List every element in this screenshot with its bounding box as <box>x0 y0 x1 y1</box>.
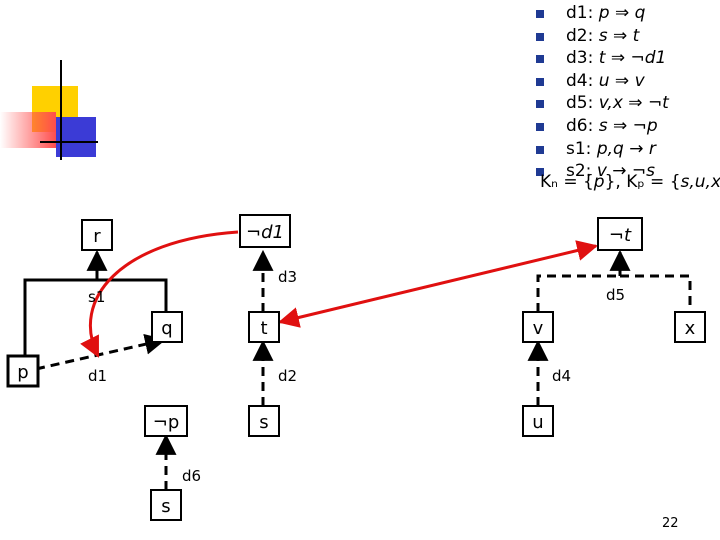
label-d1: d1 <box>88 367 107 385</box>
bullet-icon <box>536 145 544 154</box>
rule-item: s2: v → ¬s <box>528 160 669 183</box>
attack-arrows <box>80 230 599 358</box>
node-q-label: q <box>161 318 172 339</box>
bullet-icon <box>536 55 544 64</box>
edge-d5-x <box>620 274 692 312</box>
bullet-icon <box>536 32 544 41</box>
rule-body: p ⇒ q <box>598 3 646 23</box>
node-neg-t-label: ¬t <box>609 225 632 246</box>
nodes: r ¬d1 ¬t q t v x p ¬p s u s <box>6 214 706 521</box>
label-d6: d6 <box>182 467 201 485</box>
node-s-mid: s <box>248 405 280 437</box>
rule-id: d5: <box>566 93 594 114</box>
node-neg-p: ¬p <box>144 405 188 437</box>
node-t-label: t <box>260 318 267 339</box>
rule-id: s1: <box>566 138 592 159</box>
kappa-n-value: p <box>593 172 605 192</box>
deco-horizontal-line <box>40 141 98 143</box>
node-v-label: v <box>533 318 544 339</box>
label-d3: d3 <box>278 268 297 286</box>
strict-edges <box>23 249 549 406</box>
rule-item: d6: s ⇒ ¬p <box>528 115 669 138</box>
kappa-p-value: s,u,x <box>680 172 720 192</box>
node-x: x <box>674 311 706 343</box>
node-r-label: r <box>93 226 101 247</box>
rule-id: d2: <box>566 25 594 46</box>
defeasible-edges <box>35 249 692 490</box>
node-s-bottom: s <box>150 489 182 521</box>
edge-s1-q <box>97 278 168 312</box>
node-p-label: p <box>17 362 28 383</box>
node-u: u <box>522 405 554 437</box>
page-number: 22 <box>662 516 679 531</box>
node-s-bottom-label: s <box>161 496 170 517</box>
rule-body: s ⇒ ¬p <box>598 115 658 136</box>
rule-id: d4: <box>566 70 594 91</box>
rule-body: t ⇒ ¬d1 <box>598 48 667 69</box>
rule-item: d3: t ⇒ ¬d1 <box>528 47 669 70</box>
kappa-mid: }, Kₚ = { <box>604 172 681 192</box>
attack-neg-d1-to-d1 <box>80 230 239 358</box>
attack-neg-t-to-t <box>277 240 599 328</box>
edge-s1-p <box>23 278 97 356</box>
rule-item: d5: v,x ⇒ ¬t <box>528 92 669 115</box>
bullet-icon <box>536 168 544 177</box>
rule-id: d3: <box>566 48 594 69</box>
rule-body: s ⇒ t <box>598 25 640 46</box>
label-s1: s1 <box>88 288 105 306</box>
rule-item: d2: s ⇒ t <box>528 25 669 48</box>
label-d4: d4 <box>552 367 571 385</box>
bullet-icon <box>536 122 544 131</box>
node-neg-d1: ¬d1 <box>239 214 291 248</box>
bullet-icon <box>536 100 544 109</box>
node-v: v <box>522 311 554 343</box>
rule-body: p,q → r <box>596 138 656 159</box>
rule-item: d1: p ⇒ q <box>528 2 669 25</box>
edge-labels: s1 d3 d5 d1 d2 d4 d6 <box>88 268 625 485</box>
label-d2: d2 <box>278 367 297 385</box>
rule-item: d4: u ⇒ v <box>528 70 669 93</box>
kappa-definition: Kₙ = {p}, Kₚ = {s,u,x} <box>540 172 720 192</box>
node-u-label: u <box>532 412 543 433</box>
rule-id: d6: <box>566 115 594 136</box>
deco-vertical-line <box>60 60 62 160</box>
node-q: q <box>151 311 183 343</box>
label-d5: d5 <box>606 286 625 304</box>
rule-id: s2: <box>566 161 592 182</box>
node-x-label: x <box>685 318 696 339</box>
node-neg-t: ¬t <box>597 217 643 251</box>
rule-body: u ⇒ v <box>598 70 645 91</box>
node-r: r <box>81 219 113 251</box>
rule-body: v → ¬s <box>596 161 656 182</box>
node-s-mid-label: s <box>259 412 268 433</box>
rule-item: s1: p,q → r <box>528 138 669 161</box>
node-neg-d1-label: ¬d1 <box>246 222 284 243</box>
kappa-n-label: Kₙ = { <box>540 172 594 192</box>
edge-d1 <box>35 333 167 371</box>
node-t: t <box>248 311 280 343</box>
node-p: p <box>6 354 40 388</box>
node-neg-p-label: ¬p <box>153 412 180 433</box>
bullet-icon <box>536 77 544 86</box>
deco-blue-block <box>56 117 96 157</box>
rule-id: d1: <box>566 3 594 23</box>
bullet-icon <box>536 10 544 18</box>
rule-body: v,x ⇒ ¬t <box>598 93 669 114</box>
